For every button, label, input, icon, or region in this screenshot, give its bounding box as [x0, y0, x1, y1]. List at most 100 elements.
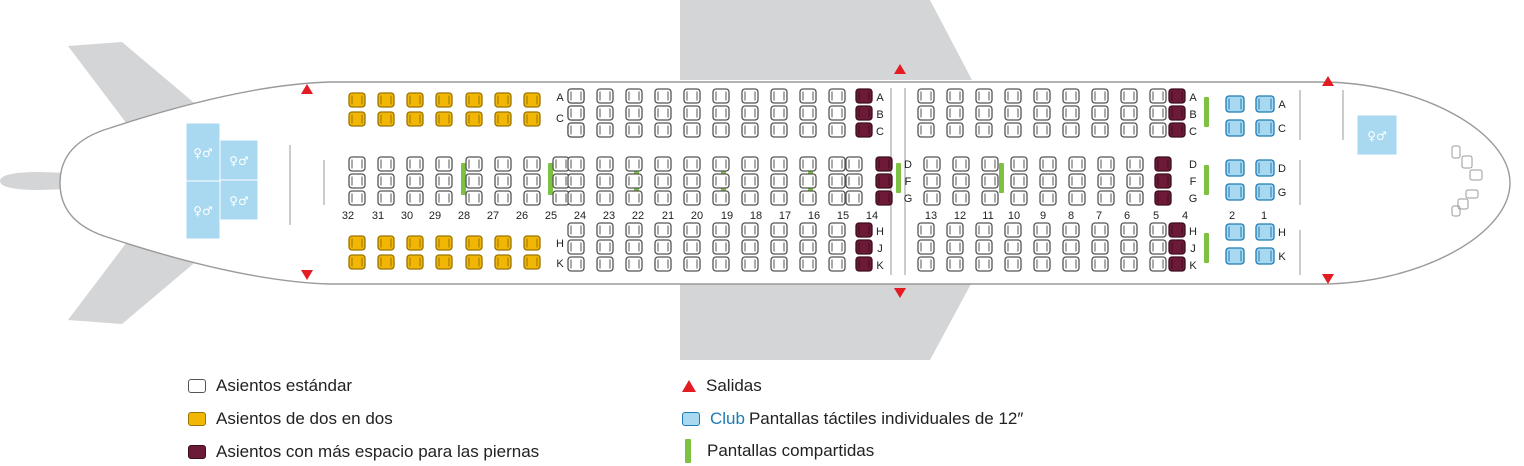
standard-seat[interactable]: [741, 105, 759, 121]
extra-legroom-seat[interactable]: [875, 190, 893, 206]
standard-seat[interactable]: [596, 88, 614, 104]
standard-seat[interactable]: [1068, 173, 1086, 189]
standard-seat[interactable]: [494, 190, 512, 206]
standard-seat[interactable]: [741, 156, 759, 172]
paired-seat[interactable]: [465, 111, 483, 127]
standard-seat[interactable]: [348, 173, 366, 189]
standard-seat[interactable]: [828, 239, 846, 255]
standard-seat[interactable]: [828, 122, 846, 138]
standard-seat[interactable]: [799, 88, 817, 104]
standard-seat[interactable]: [654, 105, 672, 121]
standard-seat[interactable]: [1097, 173, 1115, 189]
standard-seat[interactable]: [465, 156, 483, 172]
standard-seat[interactable]: [741, 256, 759, 272]
standard-seat[interactable]: [981, 173, 999, 189]
standard-seat[interactable]: [770, 190, 788, 206]
club-seat[interactable]: [1225, 119, 1245, 137]
standard-seat[interactable]: [406, 156, 424, 172]
paired-seat[interactable]: [406, 111, 424, 127]
paired-seat[interactable]: [377, 235, 395, 251]
standard-seat[interactable]: [799, 222, 817, 238]
standard-seat[interactable]: [567, 222, 585, 238]
standard-seat[interactable]: [523, 173, 541, 189]
standard-seat[interactable]: [567, 239, 585, 255]
standard-seat[interactable]: [1120, 105, 1138, 121]
standard-seat[interactable]: [1039, 190, 1057, 206]
standard-seat[interactable]: [923, 173, 941, 189]
club-seat[interactable]: [1255, 119, 1275, 137]
paired-seat[interactable]: [523, 254, 541, 270]
standard-seat[interactable]: [1062, 239, 1080, 255]
extra-legroom-seat[interactable]: [1168, 239, 1186, 255]
standard-seat[interactable]: [596, 222, 614, 238]
standard-seat[interactable]: [828, 105, 846, 121]
standard-seat[interactable]: [770, 256, 788, 272]
standard-seat[interactable]: [741, 173, 759, 189]
standard-seat[interactable]: [654, 256, 672, 272]
standard-seat[interactable]: [1120, 256, 1138, 272]
paired-seat[interactable]: [494, 254, 512, 270]
standard-seat[interactable]: [975, 105, 993, 121]
standard-seat[interactable]: [1068, 190, 1086, 206]
standard-seat[interactable]: [1004, 256, 1022, 272]
standard-seat[interactable]: [946, 239, 964, 255]
standard-seat[interactable]: [567, 256, 585, 272]
standard-seat[interactable]: [552, 173, 570, 189]
standard-seat[interactable]: [923, 190, 941, 206]
standard-seat[interactable]: [348, 156, 366, 172]
standard-seat[interactable]: [1004, 88, 1022, 104]
extra-legroom-seat[interactable]: [1168, 222, 1186, 238]
standard-seat[interactable]: [1097, 156, 1115, 172]
standard-seat[interactable]: [683, 190, 701, 206]
paired-seat[interactable]: [465, 254, 483, 270]
standard-seat[interactable]: [1120, 239, 1138, 255]
club-seat[interactable]: [1255, 159, 1275, 177]
standard-seat[interactable]: [946, 256, 964, 272]
standard-seat[interactable]: [799, 105, 817, 121]
standard-seat[interactable]: [799, 256, 817, 272]
paired-seat[interactable]: [435, 235, 453, 251]
paired-seat[interactable]: [494, 235, 512, 251]
standard-seat[interactable]: [770, 239, 788, 255]
standard-seat[interactable]: [712, 256, 730, 272]
standard-seat[interactable]: [981, 156, 999, 172]
standard-seat[interactable]: [975, 239, 993, 255]
paired-seat[interactable]: [465, 92, 483, 108]
standard-seat[interactable]: [377, 173, 395, 189]
standard-seat[interactable]: [917, 105, 935, 121]
standard-seat[interactable]: [770, 88, 788, 104]
standard-seat[interactable]: [596, 256, 614, 272]
standard-seat[interactable]: [596, 190, 614, 206]
standard-seat[interactable]: [770, 222, 788, 238]
standard-seat[interactable]: [1149, 256, 1167, 272]
standard-seat[interactable]: [1149, 88, 1167, 104]
standard-seat[interactable]: [567, 88, 585, 104]
standard-seat[interactable]: [596, 122, 614, 138]
club-seat[interactable]: [1255, 183, 1275, 201]
standard-seat[interactable]: [567, 190, 585, 206]
standard-seat[interactable]: [1126, 173, 1144, 189]
extra-legroom-seat[interactable]: [855, 105, 873, 121]
standard-seat[interactable]: [952, 156, 970, 172]
paired-seat[interactable]: [348, 254, 366, 270]
standard-seat[interactable]: [1033, 239, 1051, 255]
standard-seat[interactable]: [770, 156, 788, 172]
standard-seat[interactable]: [1149, 222, 1167, 238]
standard-seat[interactable]: [741, 239, 759, 255]
standard-seat[interactable]: [1010, 156, 1028, 172]
standard-seat[interactable]: [435, 173, 453, 189]
standard-seat[interactable]: [625, 222, 643, 238]
extra-legroom-seat[interactable]: [855, 239, 873, 255]
standard-seat[interactable]: [494, 156, 512, 172]
standard-seat[interactable]: [683, 239, 701, 255]
standard-seat[interactable]: [625, 122, 643, 138]
club-seat[interactable]: [1255, 223, 1275, 241]
paired-seat[interactable]: [348, 92, 366, 108]
standard-seat[interactable]: [981, 190, 999, 206]
paired-seat[interactable]: [435, 92, 453, 108]
standard-seat[interactable]: [1149, 122, 1167, 138]
standard-seat[interactable]: [1033, 88, 1051, 104]
standard-seat[interactable]: [377, 156, 395, 172]
standard-seat[interactable]: [625, 190, 643, 206]
standard-seat[interactable]: [1120, 88, 1138, 104]
